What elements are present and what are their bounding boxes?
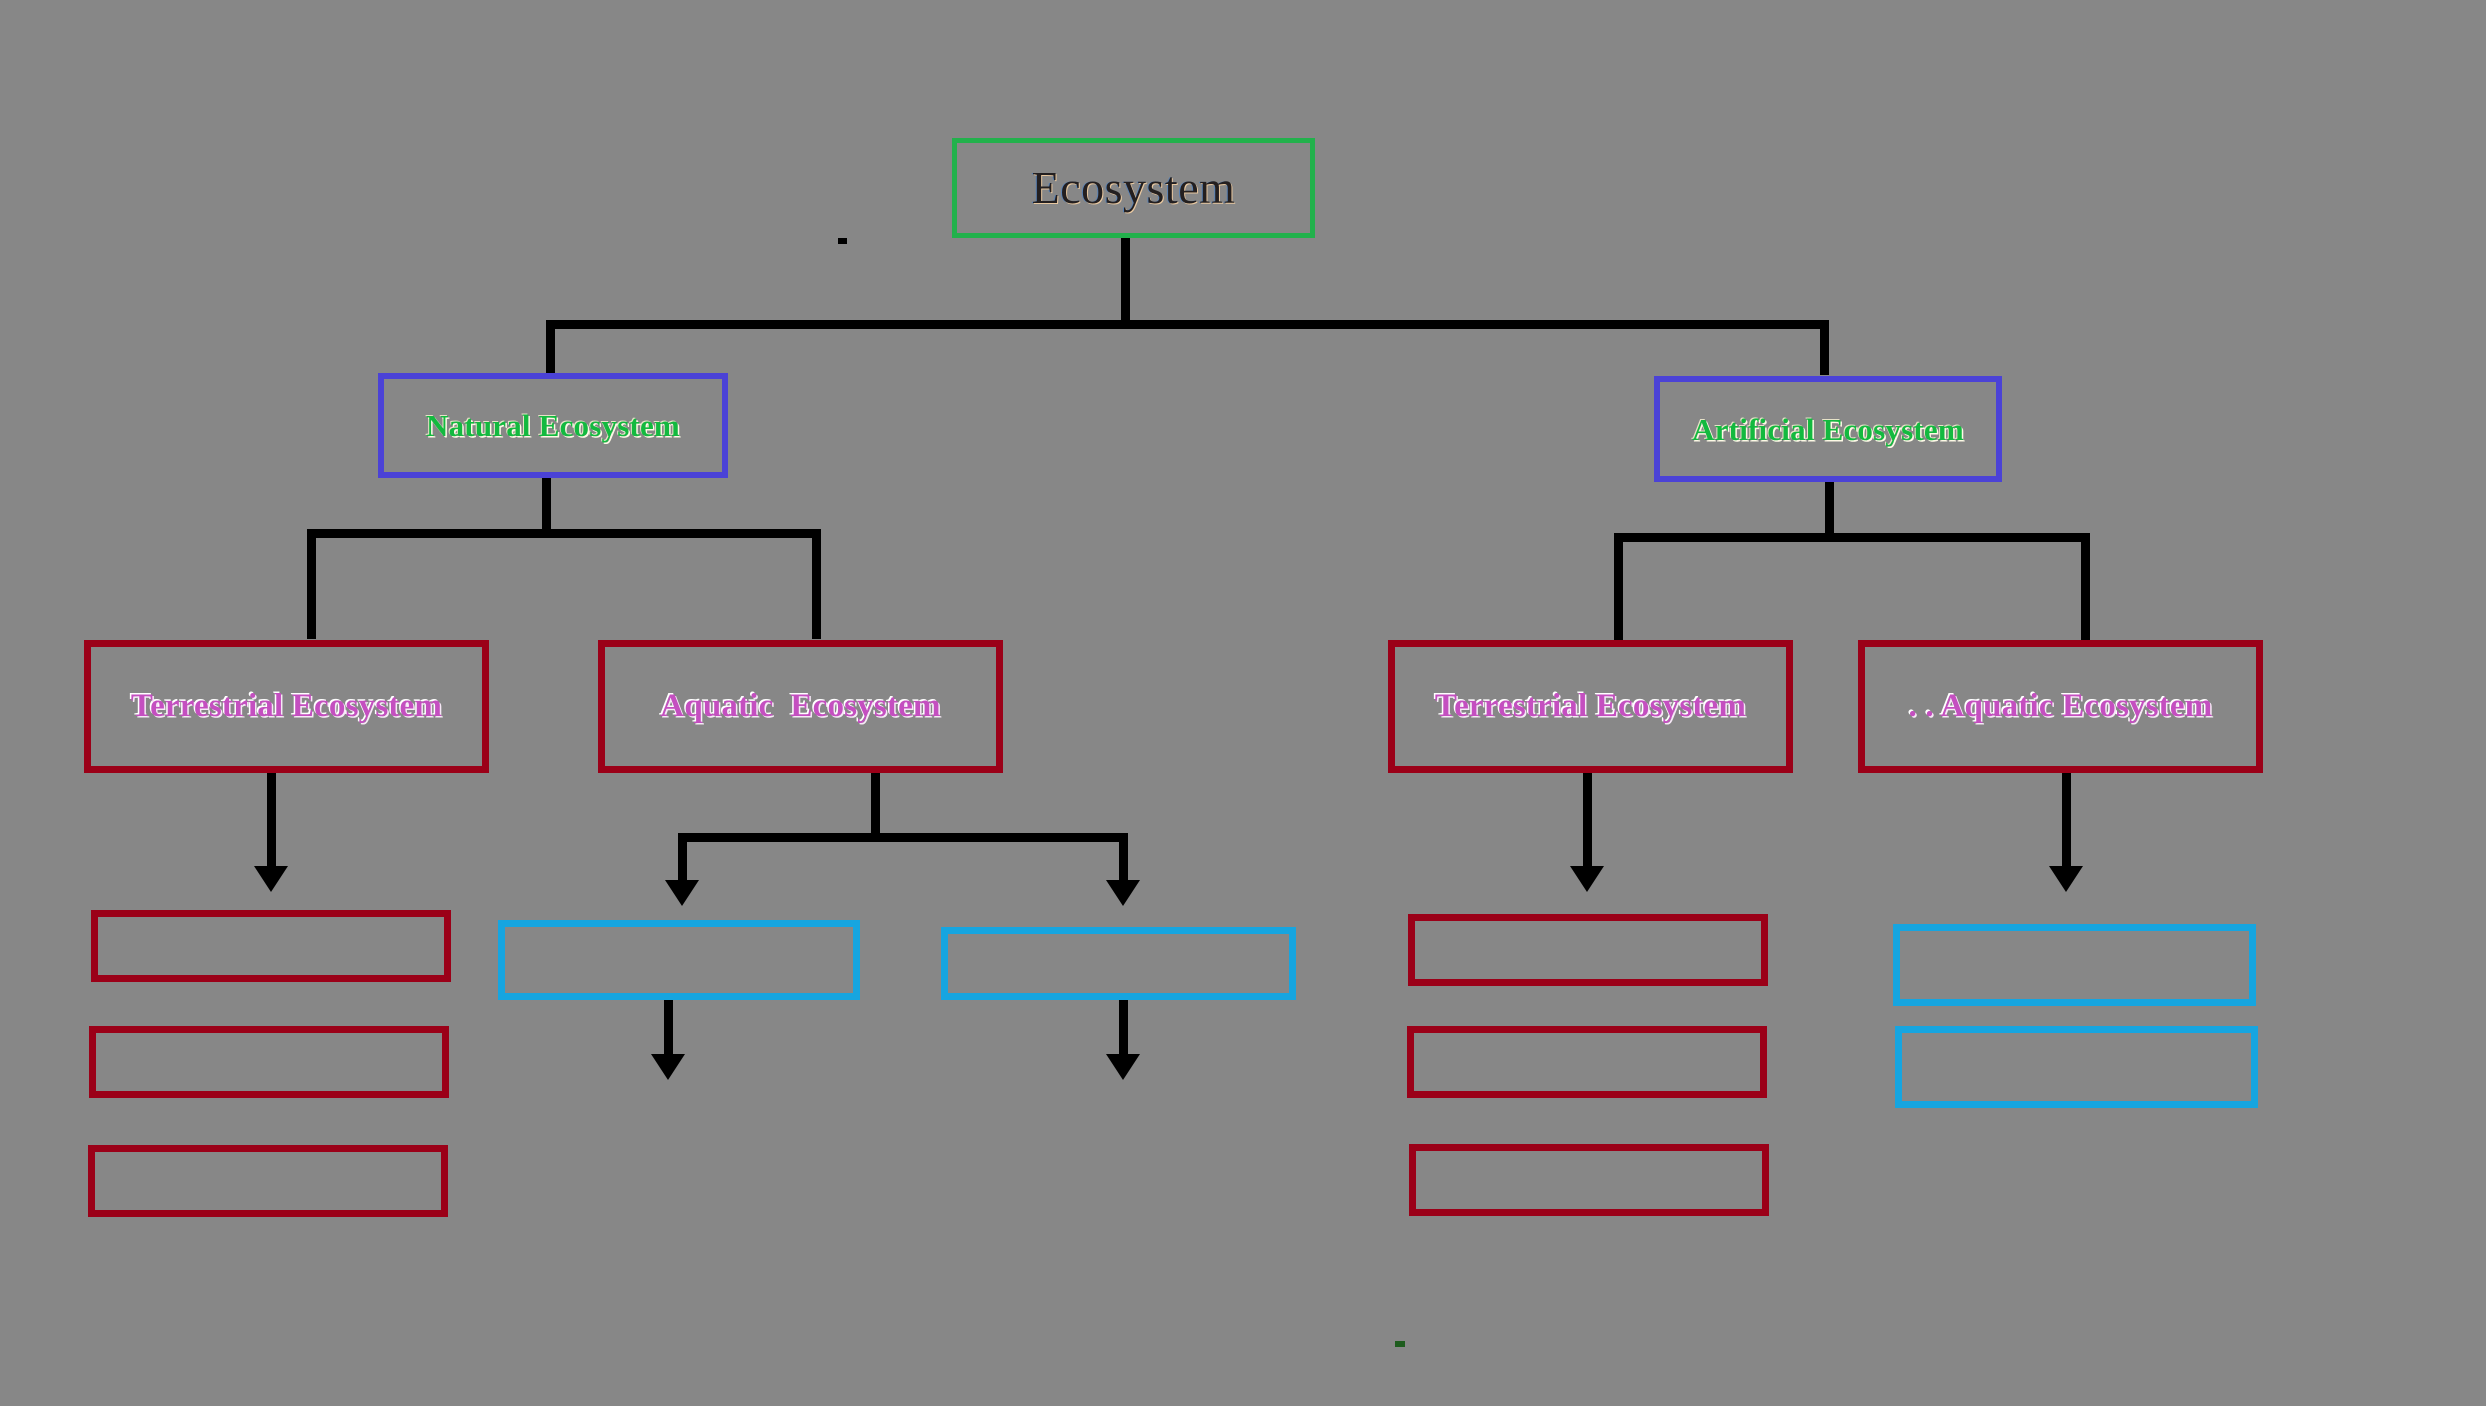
connector-nat-aqu-stem <box>871 772 880 839</box>
node-artificial-aquatic[interactable]: . . Aquatic Ecosystem <box>1858 640 2263 773</box>
connector-art-terr-arrow-shaft <box>1583 772 1592 882</box>
node-artificial-terrestrial[interactable]: Terrestrial Ecosystem <box>1388 640 1793 773</box>
connector-nat-terr-arrow-shaft <box>267 772 276 882</box>
connector-nat-aqu-bus <box>678 833 1128 842</box>
connector-to-artificial-terrestrial <box>1614 533 1623 640</box>
node-natural-label: Natural Ecosystem <box>426 408 680 443</box>
leaf-box-nat-aqu-2[interactable] <box>941 927 1296 1000</box>
connector-to-natural-terrestrial <box>307 529 316 639</box>
connector-root-bus <box>546 320 1829 329</box>
leaf-box-nat-terr-3[interactable] <box>88 1145 448 1217</box>
connector-cyan1-dangling-shaft <box>664 1000 673 1068</box>
node-natural-terrestrial-label: Terrestrial Ecosystem <box>130 688 443 724</box>
node-artificial-label: Artificial Ecosystem <box>1692 411 1964 447</box>
connector-natural-stem <box>542 478 551 534</box>
connector-to-natural <box>546 320 555 375</box>
leaf-box-nat-aqu-1[interactable] <box>498 920 860 1000</box>
connector-nat-aqu-left-shaft <box>678 833 687 893</box>
connector-root-stem <box>1121 237 1130 327</box>
leaf-box-art-terr-3[interactable] <box>1409 1144 1769 1216</box>
node-root-label: Ecosystem <box>1031 162 1236 213</box>
stray-mark-lower <box>1395 1341 1405 1347</box>
connector-cyan1-dangling-arrowhead <box>651 1054 685 1080</box>
connector-cyan2-dangling-shaft <box>1119 1000 1128 1068</box>
leaf-box-nat-terr-2[interactable] <box>89 1026 449 1098</box>
connector-to-natural-aquatic <box>812 529 821 639</box>
connector-nat-aqu-right-arrowhead <box>1106 880 1140 906</box>
connector-art-aqu-arrow-shaft <box>2062 772 2071 882</box>
connector-art-terr-arrowhead <box>1570 866 1604 892</box>
leaf-box-art-aqu-1[interactable] <box>1893 924 2256 1006</box>
node-natural-aquatic[interactable]: Aquatic Ecosystem <box>598 640 1003 773</box>
leaf-box-art-terr-1[interactable] <box>1408 914 1768 986</box>
connector-art-aqu-arrowhead <box>2049 866 2083 892</box>
connector-nat-aqu-right-shaft <box>1119 833 1128 893</box>
node-artificial-aquatic-label: . . Aquatic Ecosystem <box>1908 688 2213 724</box>
connector-to-artificial-aquatic <box>2081 533 2090 640</box>
node-natural-aquatic-label: Aquatic Ecosystem <box>660 688 941 724</box>
node-artificial-ecosystem[interactable]: Artificial Ecosystem <box>1654 376 2002 482</box>
connector-artificial-stem <box>1825 482 1834 538</box>
node-artificial-terrestrial-label: Terrestrial Ecosystem <box>1434 688 1747 724</box>
node-natural-terrestrial[interactable]: Terrestrial Ecosystem <box>84 640 489 773</box>
connector-cyan2-dangling-arrowhead <box>1106 1054 1140 1080</box>
node-natural-ecosystem[interactable]: Natural Ecosystem <box>378 373 728 478</box>
connector-natural-bus <box>307 529 821 538</box>
stray-mark-upper <box>838 238 847 244</box>
connector-artificial-bus <box>1614 533 2090 542</box>
connector-nat-terr-arrowhead <box>254 866 288 892</box>
connector-to-artificial <box>1820 320 1829 375</box>
leaf-box-art-aqu-2[interactable] <box>1895 1026 2258 1108</box>
connector-nat-aqu-left-arrowhead <box>665 880 699 906</box>
leaf-box-art-terr-2[interactable] <box>1407 1026 1767 1098</box>
leaf-box-nat-terr-1[interactable] <box>91 910 451 982</box>
node-root-ecosystem[interactable]: Ecosystem <box>952 138 1315 238</box>
